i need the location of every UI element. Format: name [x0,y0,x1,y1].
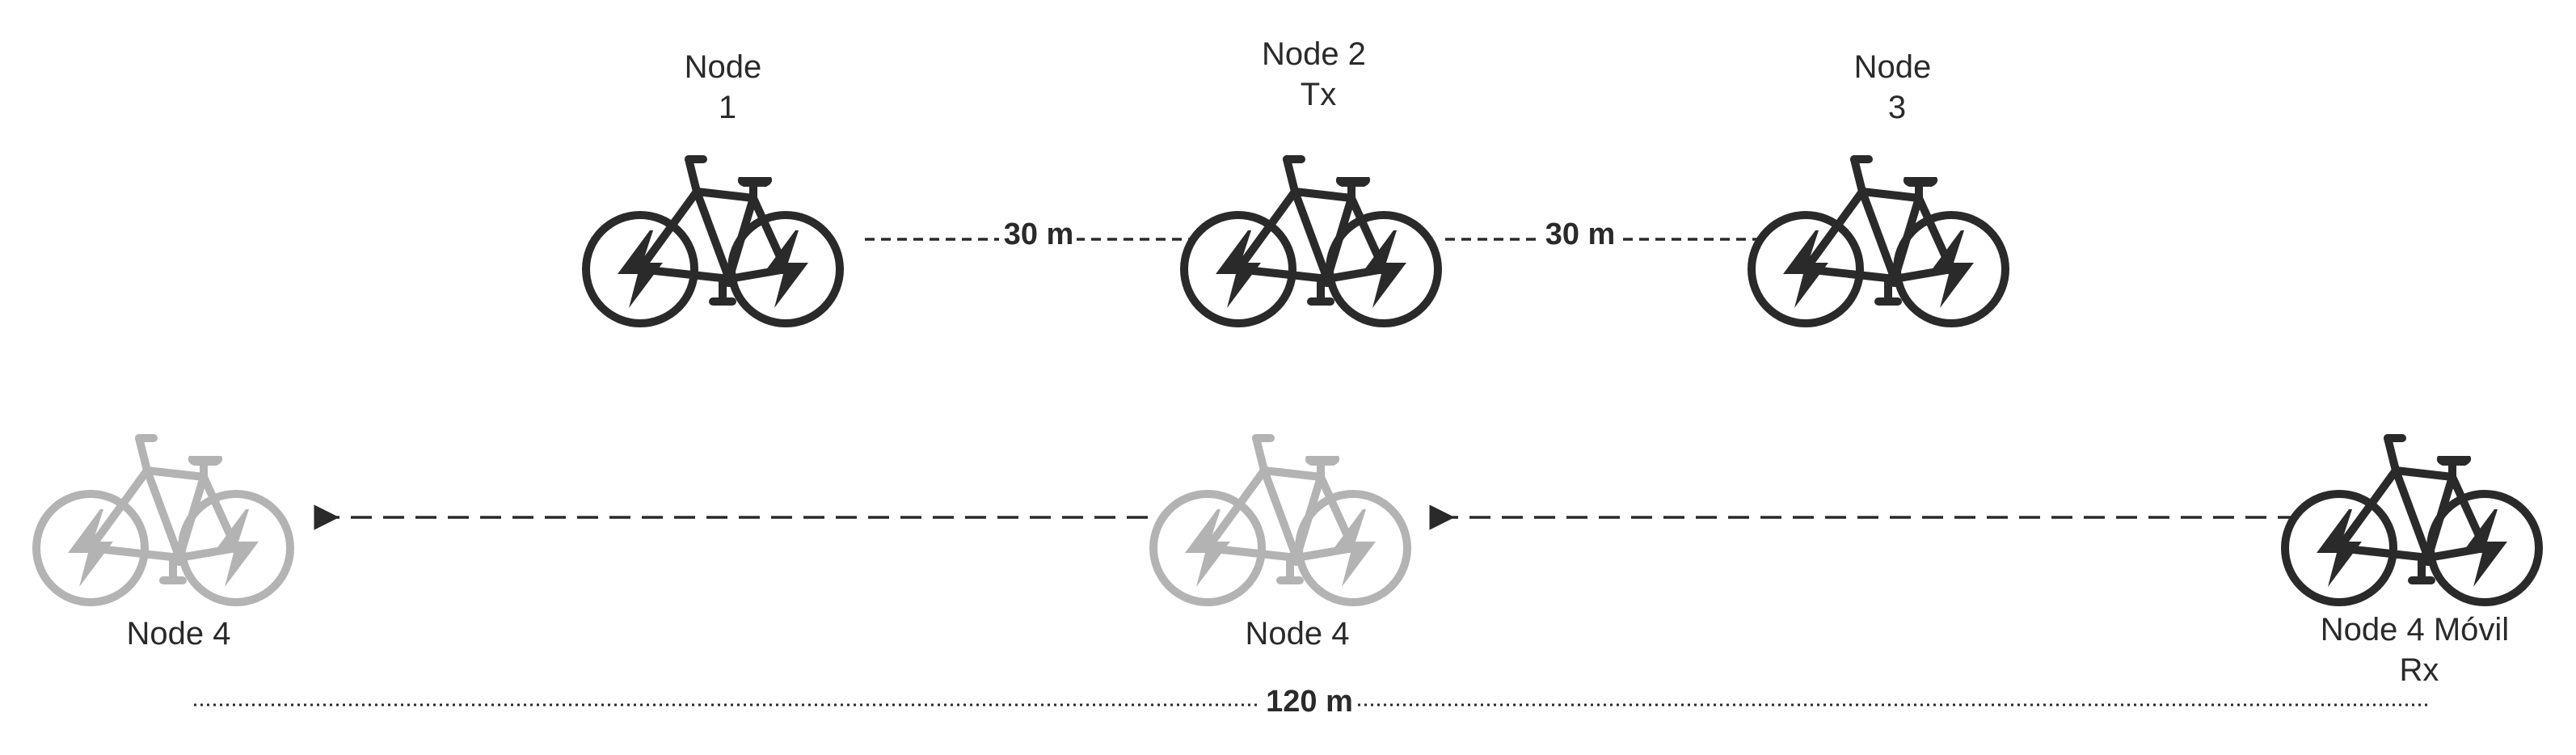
distance-label-bg-left [999,221,1077,255]
node-4-mobile-bike-icon [2285,438,2539,602]
node-2-label-line2: Tx [1301,77,1336,112]
distance-label-left: 30 m [1004,217,1074,251]
node-3-label-line2: 3 [1888,90,1906,125]
node-4-mobile-label-line2: Rx [2400,652,2439,688]
node-4-ghost-mid-label: Node 4 [1246,616,1350,652]
node-4-mobile-label-line1: Node 4 Móvil [2321,612,2509,647]
node-1-label: Node 1 [685,49,771,125]
node-3-bike-icon [1752,159,2005,323]
node-1-label-line2: 1 [719,90,736,125]
node-1-bike-icon [586,159,840,323]
node-3-label-line1: Node [1854,49,1932,85]
node-1-label-line1: Node [685,49,762,85]
node-3-label: Node 3 [1854,49,1941,125]
node-2-label: Node 2 Tx [1262,36,1375,112]
total-distance-label: 120 m [1266,685,1353,719]
node-4-ghost-far-bike-icon [36,438,290,602]
node-4-ghost-far-label: Node 4 [127,616,231,652]
distance-label-bg-right [1541,221,1618,255]
distance-label-right: 30 m [1545,217,1616,251]
node-2-bike-icon [1184,159,1438,323]
total-distance-label-bg [1261,685,1358,721]
node-4-mobile-label: Node 4 Móvil Rx [2321,612,2519,688]
node-2-label-line1: Node 2 [1262,36,1366,72]
node-4-ghost-mid-bike-icon [1153,438,1407,602]
